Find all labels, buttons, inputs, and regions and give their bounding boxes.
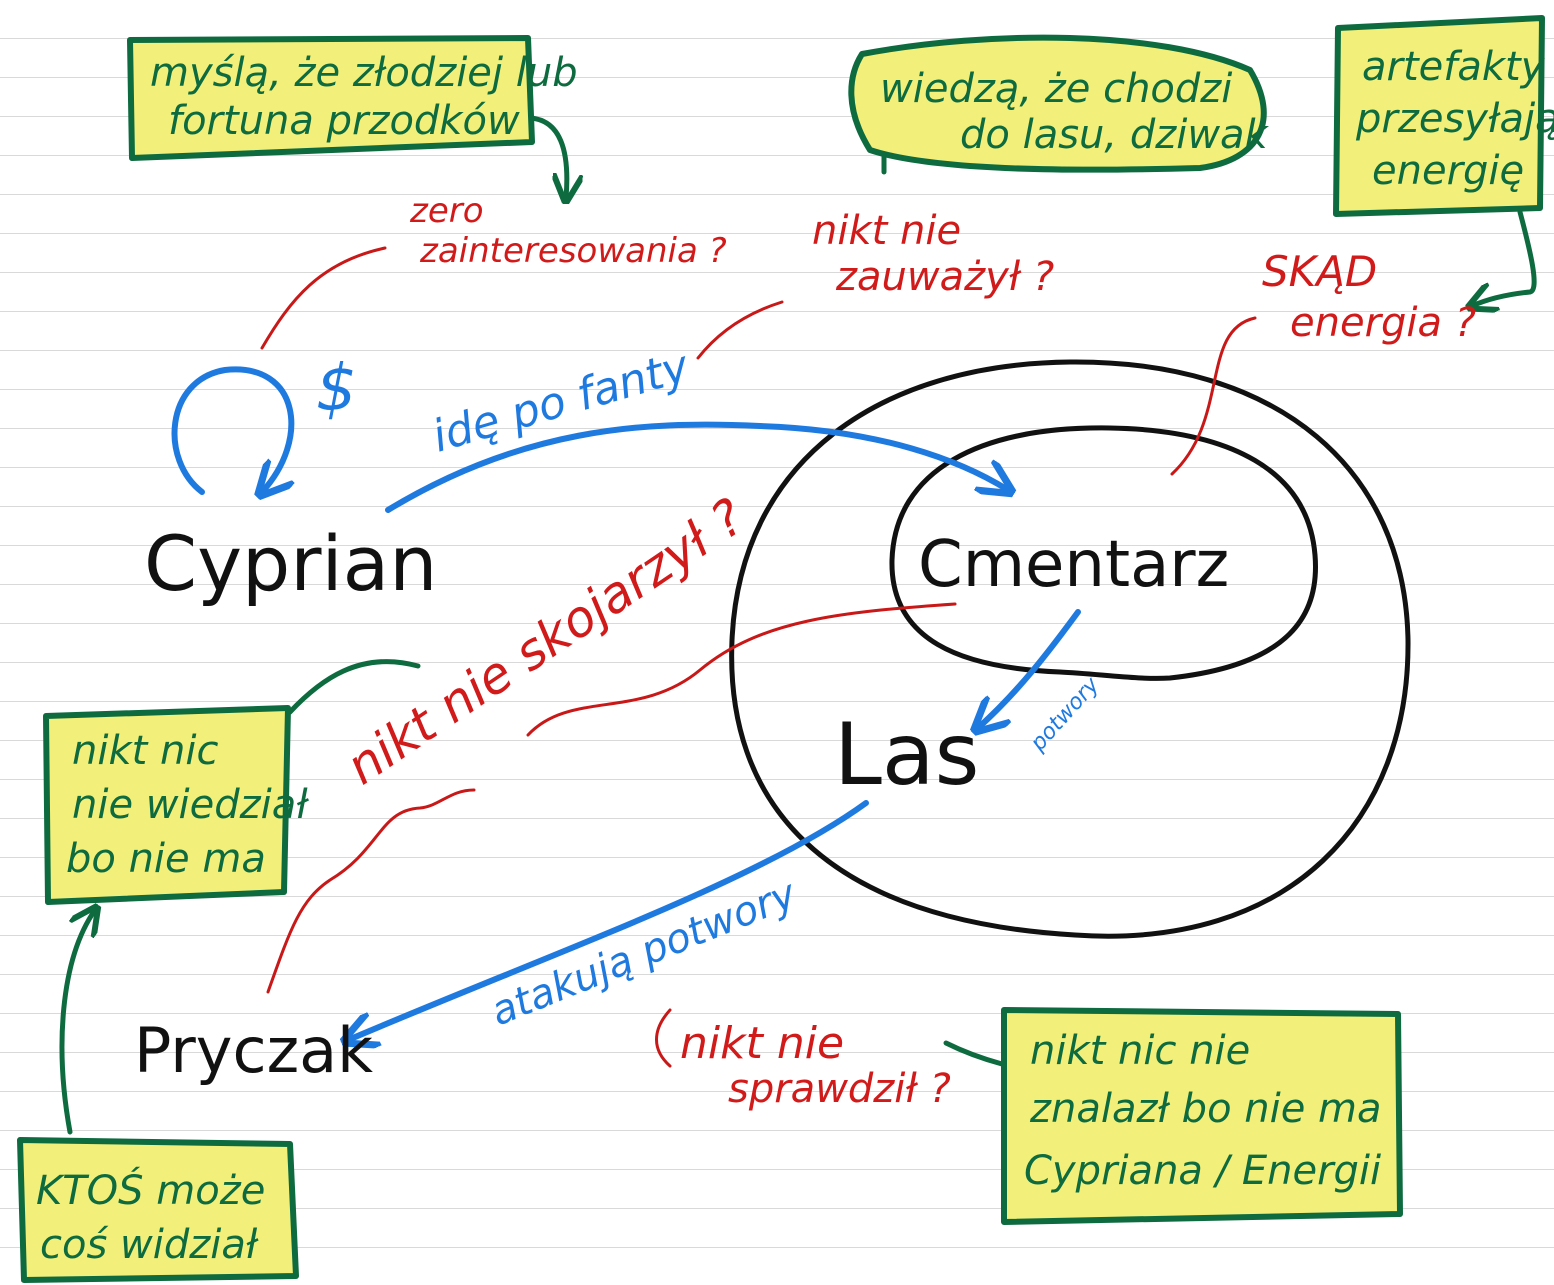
note-nikt-znalazl-line2: znalazł bo nie ma xyxy=(1029,1086,1382,1132)
note-nikt-nic-line3: bo nie ma xyxy=(66,836,266,882)
note-mysla-line1: myślą, że złodziej lub xyxy=(150,50,578,96)
las-to-pryczak-arrow xyxy=(348,800,869,1040)
sprawdzil-connector xyxy=(943,1040,1005,1067)
cmentarz-inner-circle xyxy=(889,425,1319,681)
note-nikt-nic-line1: nikt nic xyxy=(72,728,218,774)
artefakty-connector xyxy=(1472,209,1537,306)
cyprian-self-loop xyxy=(171,366,292,492)
note-nikt-znalazl: nikt nic nie znalazł bo nie ma Cypriana … xyxy=(1001,1007,1403,1225)
skad-connector xyxy=(1170,316,1257,476)
node-cyprian: Cyprian xyxy=(144,519,437,608)
las-outer-circle xyxy=(729,359,1411,939)
ktos-to-nikt-nic-connector xyxy=(59,910,95,1135)
note-artefakty-line3: energię xyxy=(1372,148,1524,194)
pryczak-connector xyxy=(266,788,476,994)
zauwazyl-connector xyxy=(696,300,784,360)
node-las: Las xyxy=(834,705,979,805)
note-artefakty: artefakty przesyłają energię xyxy=(1333,15,1554,217)
edge-label-idzie-po-fanty: idę po fanty xyxy=(427,341,695,463)
question-zauwazyl-line2: zauważył ? xyxy=(835,254,1054,300)
note-ktos: KTOŚ może coś widział xyxy=(17,1137,299,1283)
note-ktos-line1: KTOŚ może xyxy=(36,1166,265,1214)
note-wiedza: wiedzą, że chodzi do lasu, dziwak xyxy=(848,34,1270,173)
nikt-nic-connector xyxy=(287,659,421,715)
note-nikt-nic-line2: nie wiedział xyxy=(72,782,309,828)
note-wiedza-line1: wiedzą, że chodzi xyxy=(880,66,1232,112)
note-mysla-line2: fortuna przodków xyxy=(168,98,520,144)
dollar-icon: $ xyxy=(316,352,357,426)
question-sprawdzil-line1: nikt nie xyxy=(680,1018,844,1069)
question-zauwazyl-line1: nikt nie xyxy=(812,208,961,254)
node-pryczak: Pryczak xyxy=(134,1014,373,1087)
question-sprawdzil-line2: sprawdził ? xyxy=(728,1066,951,1112)
note-mysla: myślą, że złodziej lub fortuna przodków xyxy=(127,35,578,161)
edge-label-atakuja-potwory: atakują potwory xyxy=(485,871,804,1036)
cmentarz-to-las-arrow xyxy=(978,609,1081,728)
sprawdzil-brace xyxy=(655,1008,672,1068)
note-artefakty-line1: artefakty xyxy=(1362,44,1546,90)
zero-connector xyxy=(260,246,387,350)
note-nikt-znalazl-line3: Cypriana / Energii xyxy=(1024,1148,1381,1194)
question-skad-line2: energia ? xyxy=(1290,300,1476,346)
skojarzyl-connector xyxy=(526,602,957,737)
note-ktos-line2: coś widział xyxy=(40,1222,259,1268)
note-artefakty-line2: przesyłają xyxy=(1355,96,1554,142)
mysla-connector xyxy=(527,115,567,198)
question-skad-line1: SKĄD xyxy=(1262,247,1377,296)
note-wiedza-line2: do lasu, dziwak xyxy=(960,112,1270,158)
node-cmentarz: Cmentarz xyxy=(918,528,1229,602)
question-zero-line2: zainteresowania ? xyxy=(419,231,727,271)
note-nikt-znalazl-line1: nikt nic nie xyxy=(1030,1028,1250,1074)
question-zero-line1: zero xyxy=(409,191,484,231)
cyprian-to-cmentarz-arrow xyxy=(385,421,1008,513)
note-nikt-nic: nikt nic nie wiedział bo nie ma xyxy=(43,705,309,905)
edge-label-potwory-short: potwory xyxy=(1025,672,1105,757)
